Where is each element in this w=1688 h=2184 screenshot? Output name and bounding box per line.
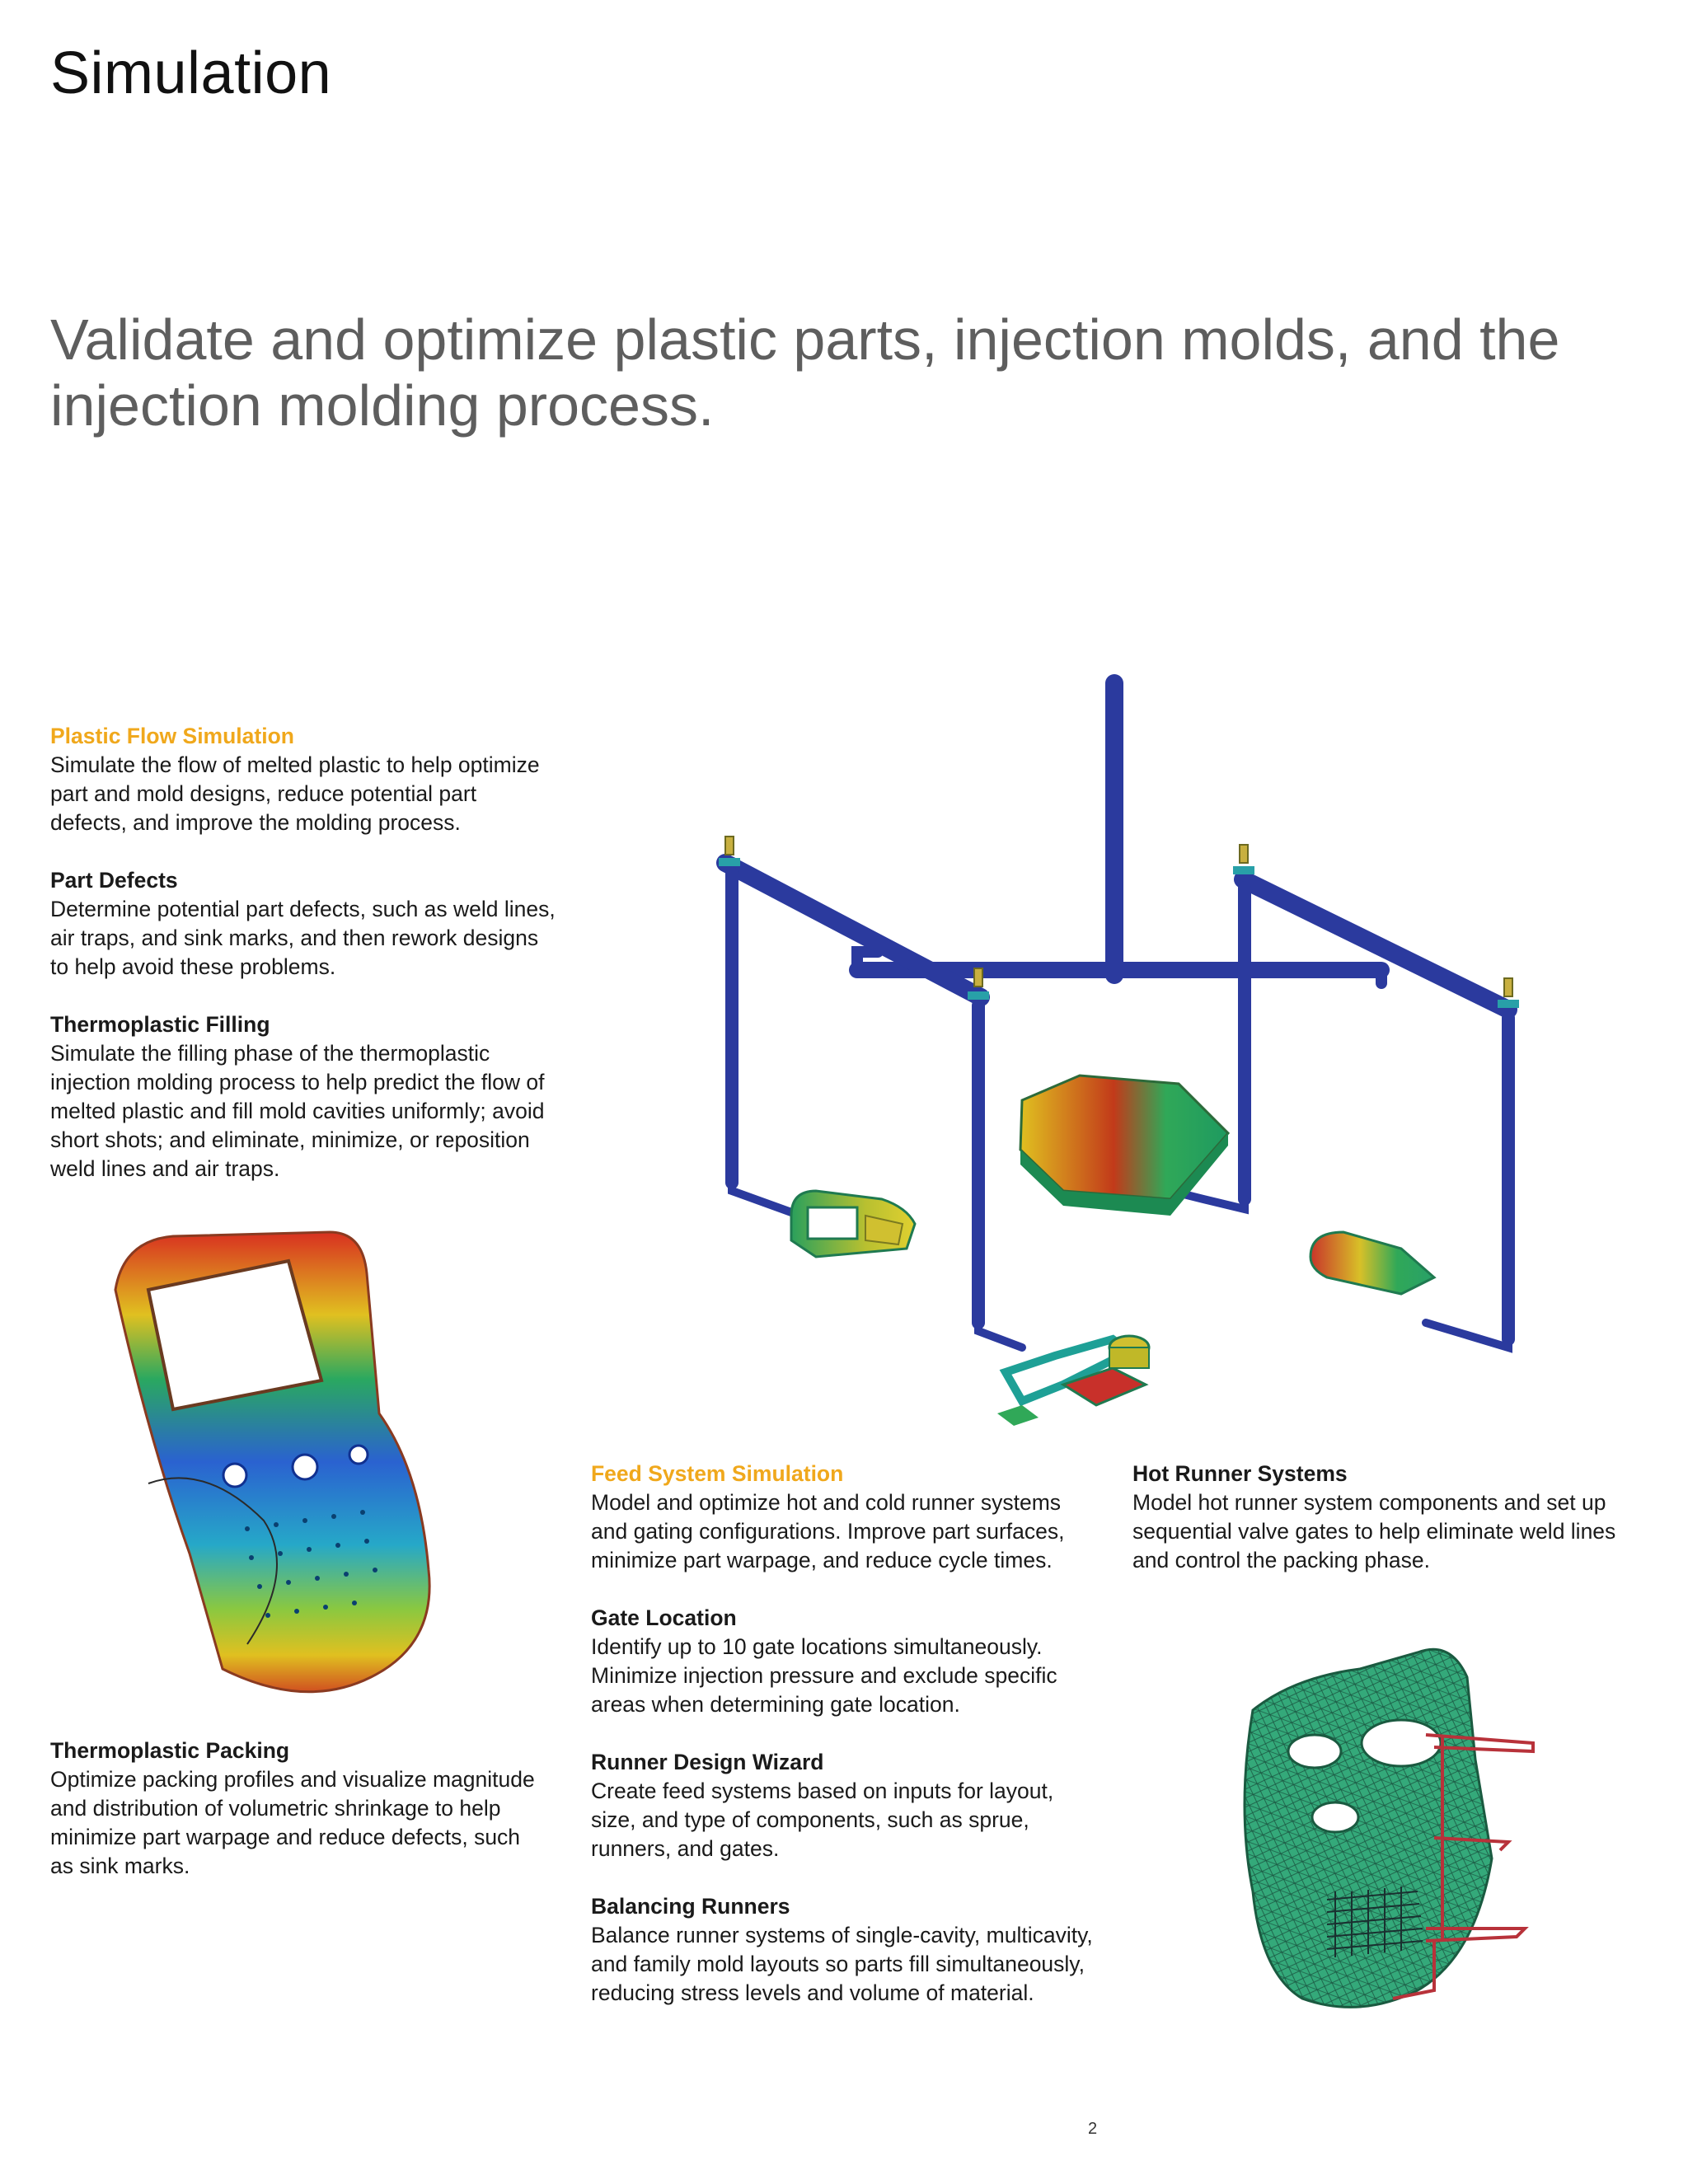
feed-system-runner-figure: [716, 674, 1519, 1426]
hot-runner-heading: Hot Runner Systems: [1132, 1461, 1348, 1486]
part-defects-body: Determine potential part defects, such a…: [50, 897, 556, 979]
handheld-device-fill-figure: [114, 1230, 431, 1694]
hot-runner-body: Model hot runner system components and s…: [1132, 1490, 1616, 1572]
feed-system-section: Feed System Simulation Model and optimiz…: [591, 1460, 1118, 1575]
plastic-flow-section: Plastic Flow Simulation Simulate the flo…: [50, 722, 578, 837]
balancing-runners-body: Balance runner systems of single-cavity,…: [591, 1923, 1093, 2005]
balancing-runners-section: Balancing Runners Balance runner systems…: [591, 1892, 1118, 2008]
hot-runner-mask-figure: [1243, 1647, 1535, 2008]
runner-design-body: Create feed systems based on inputs for …: [591, 1779, 1054, 1861]
thermoplastic-filling-section: Thermoplastic Filling Simulate the filli…: [50, 1010, 578, 1183]
feed-system-body: Model and optimize hot and cold runner s…: [591, 1490, 1065, 1572]
plastic-flow-body: Simulate the flow of melted plastic to h…: [50, 752, 540, 835]
page-number: 2: [1088, 2120, 1098, 2138]
balancing-runners-heading: Balancing Runners: [591, 1894, 790, 1919]
left-bottom-column: Thermoplastic Packing Optimize packing p…: [50, 1736, 578, 1910]
left-column: Plastic Flow Simulation Simulate the flo…: [50, 722, 578, 1212]
thermoplastic-packing-heading: Thermoplastic Packing: [50, 1738, 290, 1763]
runner-design-heading: Runner Design Wizard: [591, 1750, 824, 1774]
right-column: Hot Runner Systems Model hot runner syst…: [1132, 1460, 1660, 1604]
part-defects-heading: Part Defects: [50, 868, 178, 893]
thermoplastic-filling-body: Simulate the filling phase of the thermo…: [50, 1041, 545, 1181]
gate-location-body: Identify up to 10 gate locations simulta…: [591, 1634, 1057, 1717]
page-title: Simulation: [50, 40, 332, 106]
feed-system-heading: Feed System Simulation: [591, 1461, 844, 1486]
thermoplastic-filling-heading: Thermoplastic Filling: [50, 1012, 270, 1037]
gate-location-heading: Gate Location: [591, 1605, 737, 1630]
runner-design-section: Runner Design Wizard Create feed systems…: [591, 1748, 1118, 1863]
page-headline: Validate and optimize plastic parts, inj…: [50, 307, 1560, 438]
plastic-flow-heading: Plastic Flow Simulation: [50, 724, 294, 748]
thermoplastic-packing-body: Optimize packing profiles and visualize …: [50, 1767, 535, 1878]
gate-location-section: Gate Location Identify up to 10 gate loc…: [591, 1604, 1118, 1719]
thermoplastic-packing-section: Thermoplastic Packing Optimize packing p…: [50, 1736, 578, 1881]
part-defects-section: Part Defects Determine potential part de…: [50, 866, 578, 982]
hot-runner-section: Hot Runner Systems Model hot runner syst…: [1132, 1460, 1660, 1575]
middle-column: Feed System Simulation Model and optimiz…: [591, 1460, 1118, 2036]
